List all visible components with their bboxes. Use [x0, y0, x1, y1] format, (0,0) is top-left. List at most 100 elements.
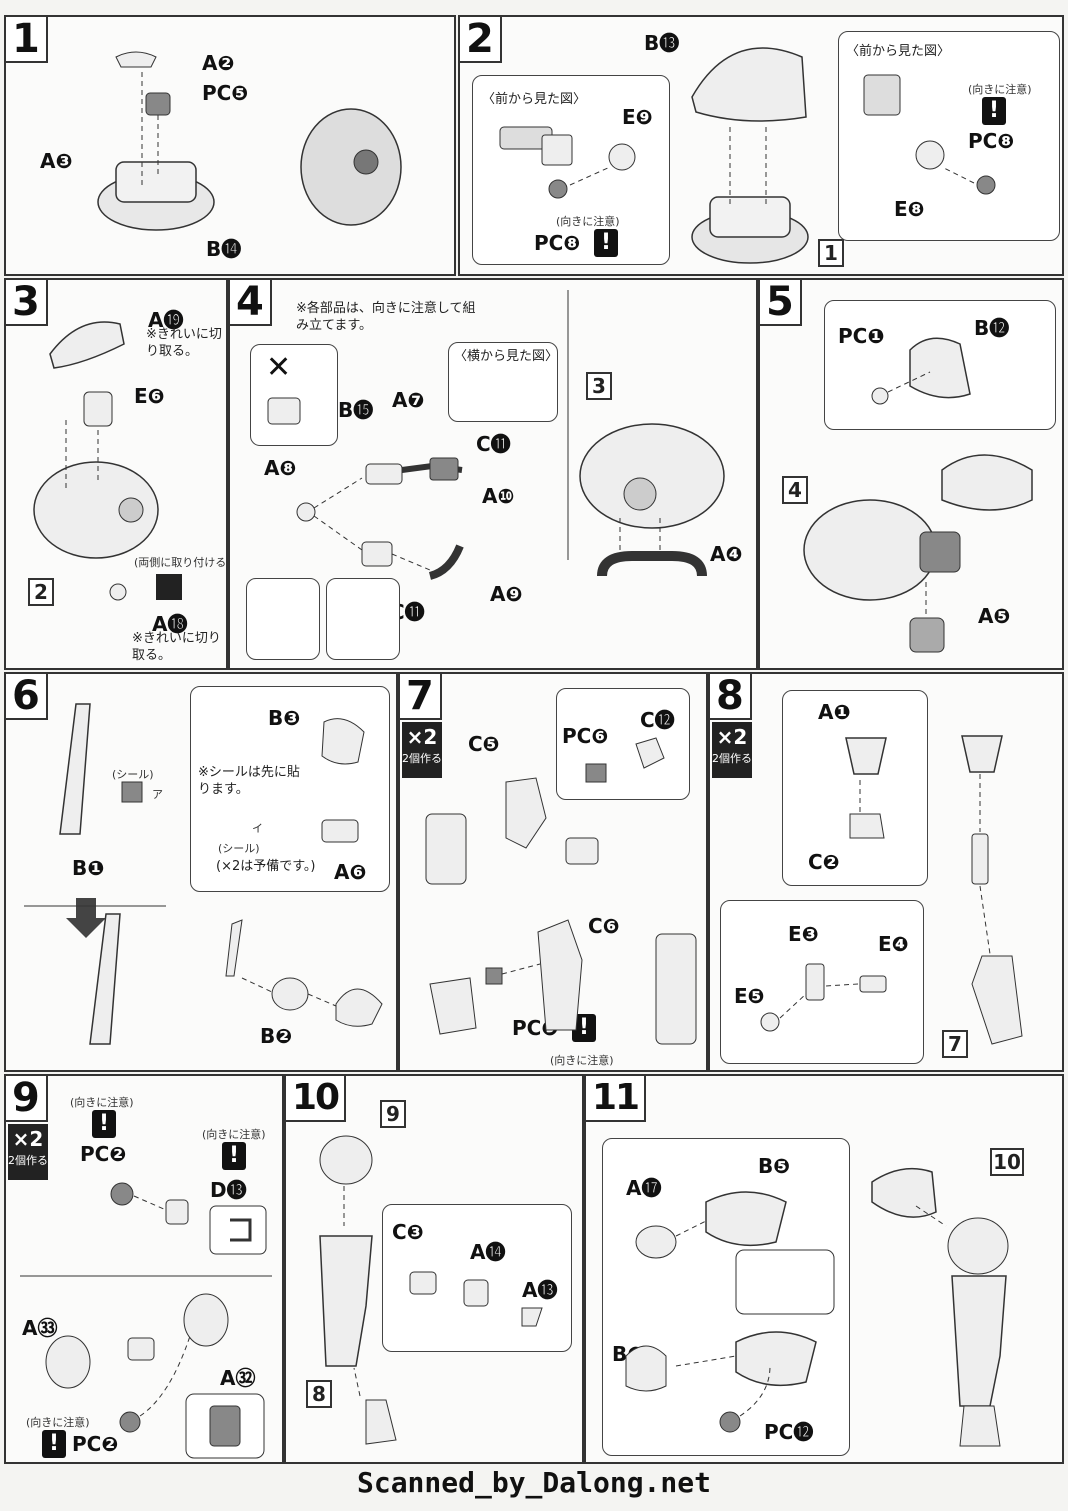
- seal-note: (シール): [112, 768, 154, 781]
- part-label: A❶: [818, 700, 851, 724]
- part-label: C⓫: [476, 432, 511, 456]
- part-label: C❷: [808, 850, 840, 874]
- step-7-panel: 7 ×2 2個作る C❺ PC❻ C⓬ C❻ PC❾ ! (向きに注意): [398, 672, 708, 1072]
- seal-first-note: ※シールは先に貼ります。: [198, 765, 300, 797]
- part-label: B⓬: [974, 316, 1010, 340]
- step-10-number: 10: [286, 1076, 347, 1122]
- part-label: PC❻: [562, 724, 609, 748]
- x2-subtext: 2個作る: [712, 752, 752, 765]
- seal-i-mark: イ: [252, 822, 263, 835]
- shoulder-joint-illustration: [20, 1182, 272, 1459]
- detail-callout: [556, 688, 690, 800]
- x2-text: ×2: [716, 725, 748, 749]
- torso-cover-illustration: [499, 47, 996, 264]
- reference-step-3: 3: [586, 372, 612, 400]
- x2-subtext: 2個作る: [402, 752, 442, 765]
- part-label: A❻: [334, 860, 367, 884]
- cut-note: ※きれいに切り取る。: [132, 631, 221, 663]
- reference-step-8: 8: [306, 1380, 332, 1408]
- step-2-number: 2: [460, 17, 502, 63]
- orientation-note: ※各部品は、向きに注意して組み立てます。: [296, 301, 476, 333]
- part-label: A❽: [264, 456, 297, 480]
- torso-base-illustration: [97, 51, 402, 231]
- part-label: E❽: [894, 197, 925, 221]
- shoulder-armor-illustration: [24, 703, 383, 1045]
- part-label: B⓭: [644, 31, 680, 55]
- step-11-panel: 11 A⓱ B❺ B❹ PC⓬ 10: [584, 1074, 1064, 1464]
- part-label: D⓭: [210, 1178, 247, 1202]
- part-label: PC❷: [80, 1142, 127, 1166]
- step-8-number: 8: [710, 674, 752, 720]
- front-view-note: 〈前から見た図〉: [482, 92, 587, 107]
- part-label: A⓭: [522, 1278, 558, 1302]
- step-3-panel: 3 A⓳ ※きれいに切り取る。 E❻ (両側に取り付ける) A⓲ ※きれいに切り…: [4, 278, 231, 670]
- side-view-callout: [448, 342, 558, 422]
- reference-step-9: 9: [380, 1100, 406, 1128]
- step-9-panel: 9 ×2 2個作る (向きに注意) ! PC❷ (向きに注意) ! D⓭ A㉝ …: [4, 1074, 284, 1464]
- part-label: E❹: [878, 932, 909, 956]
- cut-note: ※きれいに切り取る。: [146, 327, 222, 359]
- step-11-number: 11: [586, 1076, 647, 1122]
- part-label: C❺: [468, 732, 500, 756]
- caution-note: (向きに注意): [70, 1096, 134, 1109]
- step-3-number: 3: [6, 280, 48, 326]
- warning-icon: !: [982, 97, 1006, 125]
- both-sides-note: (両側に取り付ける): [134, 556, 231, 569]
- caution-note: (向きに注意): [26, 1416, 90, 1429]
- make-two-badge: ×2 2個作る: [8, 1124, 48, 1180]
- step-6-panel: 6 (シール) ア B❶ B❸ ※シールは先に貼ります。 イ (シール) (×2…: [4, 672, 398, 1072]
- part-label: PC❷: [72, 1432, 119, 1456]
- part-label: B❷: [260, 1024, 293, 1048]
- step-9-number: 9: [6, 1076, 48, 1122]
- part-label: A⓮: [470, 1240, 506, 1264]
- warning-icon: !: [92, 1110, 116, 1138]
- step-8-panel: 8 ×2 2個作る A❶ C❷ E❸ E❹ E❺ 7: [708, 672, 1064, 1072]
- detail-callout: [326, 578, 400, 660]
- part-label: B⓯: [338, 398, 374, 422]
- reference-step-4: 4: [782, 476, 808, 504]
- part-label: A❼: [392, 388, 425, 412]
- part-label: E❾: [622, 105, 653, 129]
- part-label: C❻: [588, 914, 620, 938]
- caution-note: (向きに注意): [550, 1054, 614, 1067]
- caution-note: (向きに注意): [968, 83, 1032, 96]
- step-5-number: 5: [760, 280, 802, 326]
- part-label: A⓲: [152, 612, 188, 636]
- detail-callout: [246, 578, 320, 660]
- seal-a-mark: ア: [152, 788, 163, 801]
- reference-step-7: 7: [942, 1030, 968, 1058]
- wrong-way-callout: [250, 344, 338, 446]
- part-label: PC⓬: [764, 1420, 814, 1444]
- part-label: A㉜: [220, 1366, 256, 1390]
- part-label: PC❽: [534, 231, 581, 255]
- part-label: B❸: [268, 706, 301, 730]
- part-label: PC❶: [838, 324, 885, 348]
- part-label: PC❺: [202, 81, 249, 105]
- warning-icon: !: [42, 1430, 66, 1458]
- caution-note: (向きに注意): [556, 215, 620, 228]
- spare-note: (×2は予備です。): [216, 859, 316, 874]
- wrong-mark: ✕: [266, 350, 292, 385]
- make-two-badge: ×2 2個作る: [402, 722, 442, 778]
- step-5-panel: 5 PC❶ B⓬ A❺ 4: [758, 278, 1064, 670]
- part-label: A⓱: [626, 1176, 662, 1200]
- step-10-panel: 10 9 C❸ A⓮ A⓭ 8: [284, 1074, 584, 1464]
- part-label: PC❽: [968, 129, 1015, 153]
- reference-step-10: 10: [990, 1148, 1024, 1176]
- x2-text: ×2: [406, 725, 438, 749]
- front-view-callout-left: [472, 75, 670, 265]
- step-1-number: 1: [6, 17, 48, 63]
- part-label: A❾: [490, 582, 523, 606]
- front-view-note: 〈前から見た図〉: [846, 44, 951, 59]
- part-label: A⓳: [148, 308, 184, 332]
- reference-step-1: 1: [818, 239, 844, 267]
- seal-note: (シール): [218, 842, 260, 855]
- warning-icon: !: [222, 1142, 246, 1170]
- x2-subtext: 2個作る: [8, 1154, 48, 1167]
- part-label: A❷: [202, 51, 235, 75]
- step-4-number: 4: [230, 280, 272, 326]
- front-view-callout-right: [838, 31, 1060, 241]
- part-label: E❻: [134, 384, 165, 408]
- hand-joint-illustration: [760, 735, 1023, 1045]
